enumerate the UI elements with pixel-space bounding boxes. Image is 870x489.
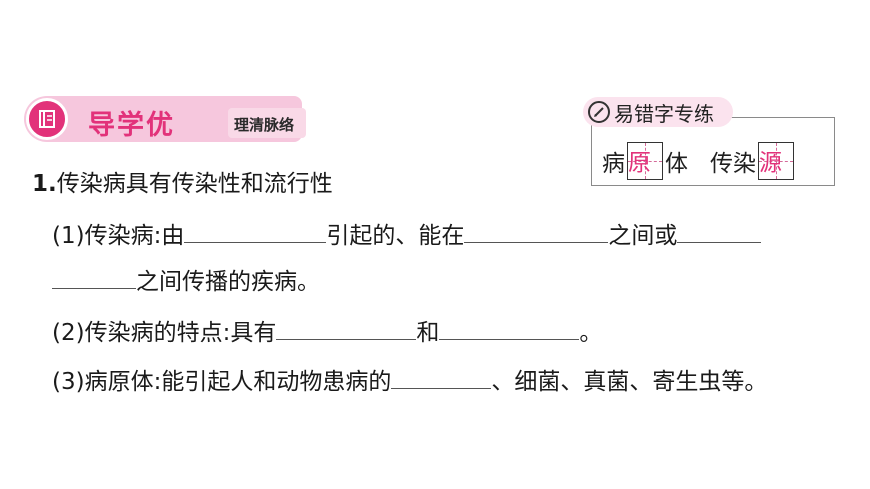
highlight-char-box: 原 [627, 142, 663, 180]
answer-blank[interactable] [184, 220, 327, 243]
question-item-2: (2)传染病的特点:具有和。 [52, 313, 602, 347]
question-heading: 1.传染病具有传染性和流行性 [32, 171, 333, 197]
section-title: 导学优 [88, 110, 175, 141]
book-icon [26, 98, 68, 140]
answer-blank[interactable] [464, 220, 609, 243]
section-subtitle: 理清脉络 [234, 116, 295, 134]
question-item-1-line-2: 之间传播的疾病。 [52, 262, 320, 296]
answer-blank[interactable] [677, 220, 762, 243]
char: 传 [710, 151, 733, 177]
answer-blank[interactable] [391, 366, 492, 389]
typo-practice-words: 病 原 体 传 染 源 [602, 142, 796, 180]
char: 病 [602, 151, 625, 177]
section-subtitle-tab [228, 108, 306, 138]
typo-practice-box [591, 117, 835, 186]
answer-blank[interactable] [276, 317, 417, 340]
highlight-char-box: 源 [758, 142, 794, 180]
question-item-1-line-1: (1)传染病:由引起的、能在之间或 [52, 216, 762, 250]
question-item-3: (3)病原体:能引起人和动物患病的、细菌、真菌、寄生虫等。 [52, 362, 767, 396]
char: 染 [733, 151, 756, 177]
typo-practice-title: 易错字专练 [614, 102, 714, 126]
answer-blank[interactable] [52, 266, 136, 289]
answer-blank[interactable] [439, 317, 580, 340]
pencil-icon [588, 101, 610, 123]
char: 体 [665, 151, 688, 177]
